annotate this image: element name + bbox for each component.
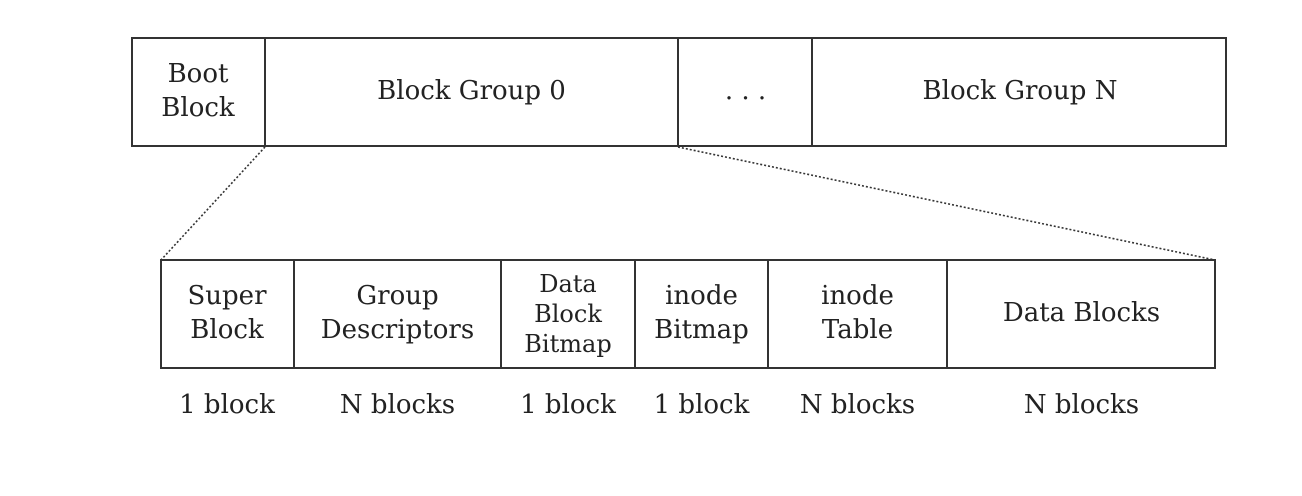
divider [264, 37, 266, 147]
cell-label: Data Blocks [1002, 298, 1161, 329]
size-label-inode-table: N blocks [799, 390, 916, 420]
divider [293, 259, 295, 369]
block-group-detail-row [160, 259, 1216, 369]
block-group-n-cell: Block Group N [813, 37, 1227, 147]
size-label-data-blocks: N blocks [1023, 390, 1140, 420]
divider [767, 259, 769, 369]
inode-bitmap-cell: inode Bitmap [635, 259, 768, 369]
size-label-super-block: 1 block [179, 390, 275, 420]
size-label-group-descriptors: N blocks [339, 390, 456, 420]
super-block-cell: Super Block [160, 259, 294, 369]
cell-label: Block Group N [922, 76, 1118, 107]
inode-table-cell: inode Table [768, 259, 947, 369]
divider [634, 259, 636, 369]
ellipsis-cell: . . . [679, 37, 812, 147]
divider [811, 37, 813, 147]
group-descriptors-cell: Group Descriptors [294, 259, 501, 369]
divider [946, 259, 948, 369]
divider [500, 259, 502, 369]
cell-label: Data Block Bitmap [524, 270, 612, 358]
data-blocks-cell: Data Blocks [947, 259, 1216, 369]
cell-label: Boot Block [161, 59, 235, 123]
cell-label: inode Table [821, 281, 894, 345]
boot-block-cell: Boot Block [131, 37, 265, 147]
cell-label: Block Group 0 [377, 76, 566, 107]
disk-layout-row [131, 37, 1227, 147]
cell-label: Group Descriptors [320, 281, 475, 345]
cell-label: inode Bitmap [654, 281, 749, 345]
divider [677, 37, 679, 147]
size-label-data-block-bitmap: 1 block [520, 390, 616, 420]
zoom-line-left [160, 146, 266, 261]
data-block-bitmap-cell: Data Block Bitmap [501, 259, 635, 369]
cell-label: . . . [724, 76, 767, 107]
size-label-inode-bitmap: 1 block [653, 390, 750, 420]
block-group-0-cell: Block Group 0 [265, 37, 678, 147]
cell-label: Super Block [187, 281, 267, 345]
zoom-line-right [677, 146, 1216, 261]
